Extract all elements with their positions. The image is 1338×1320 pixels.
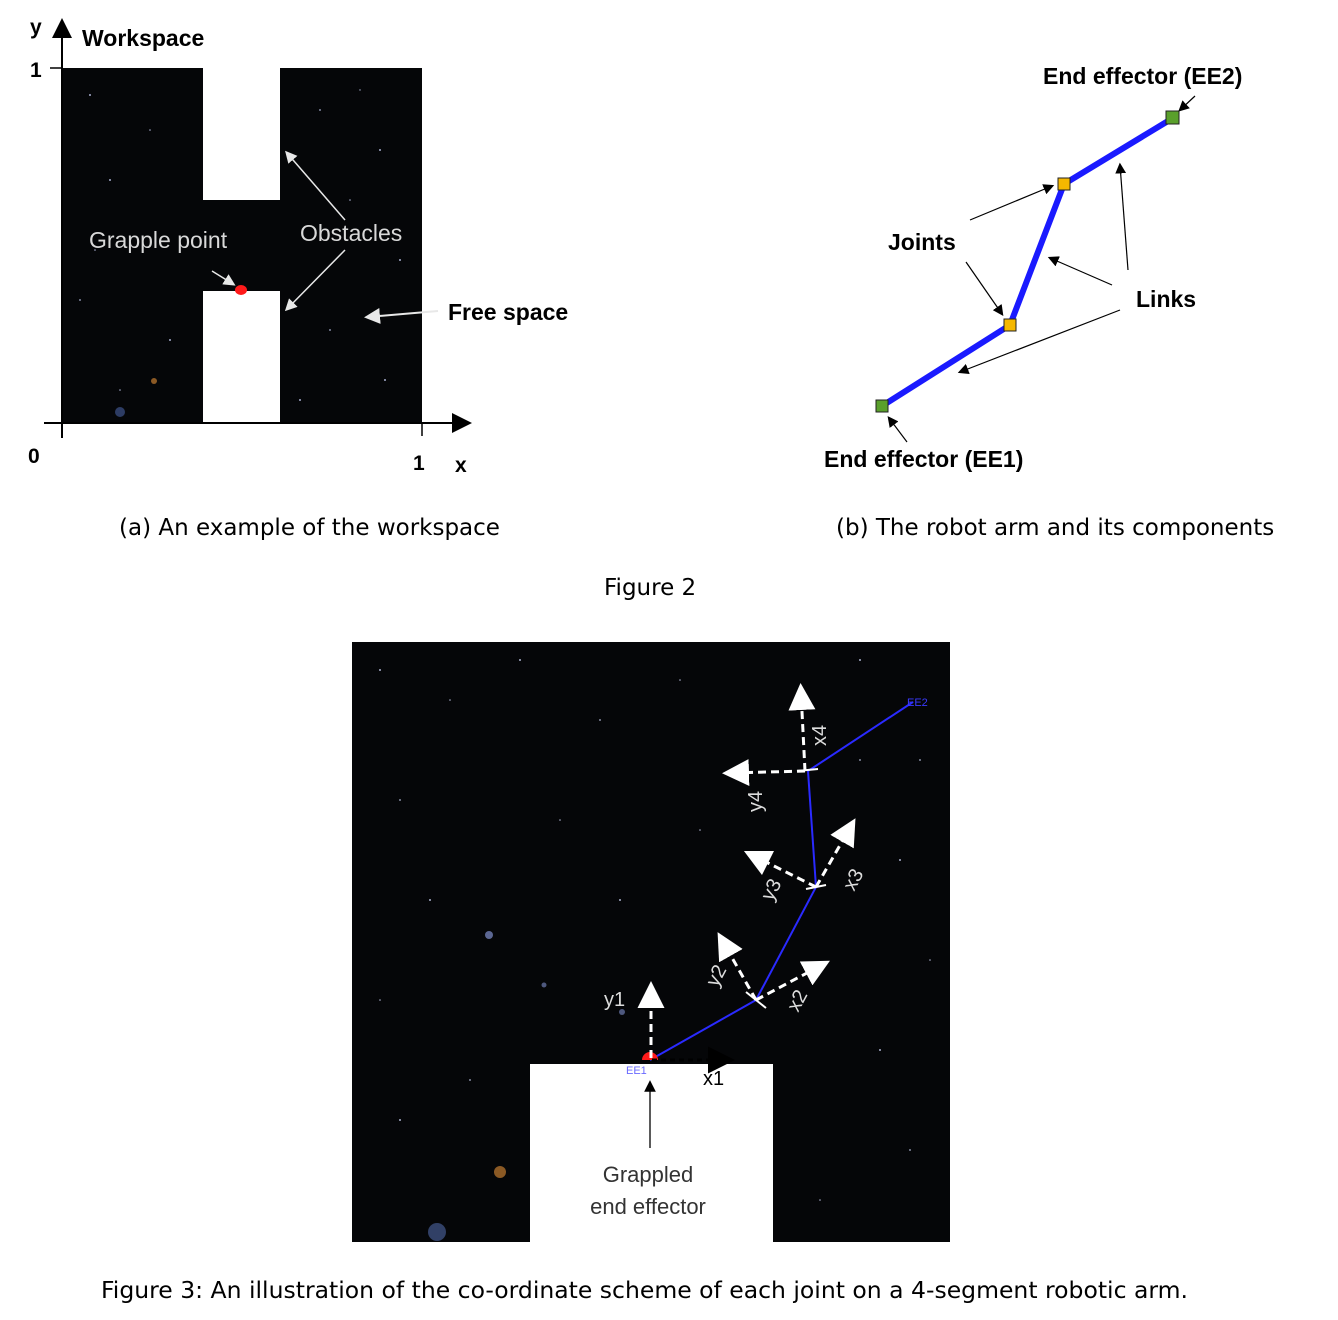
grapple-point: [235, 285, 247, 295]
grappled-label-line2: end effector: [590, 1194, 706, 1219]
x-tick-label-1: 1: [413, 452, 425, 475]
x3-axis: [814, 818, 856, 888]
joint-1: [1003, 318, 1017, 332]
y-tick-label-1: 1: [30, 59, 42, 82]
workspace-title: Workspace: [82, 25, 204, 51]
ee2-label: EE2: [907, 697, 928, 709]
end-effector-ee1: [875, 399, 889, 413]
links-arrow-middle: [1047, 256, 1113, 286]
joints-arrow-top: [969, 184, 1055, 221]
joint3-tick: [805, 884, 827, 890]
links-arrow-bottom: [957, 309, 1121, 375]
x1-label: x1: [703, 1068, 724, 1090]
obstacle-bottom: [203, 291, 280, 423]
obstacle-top: [203, 68, 280, 200]
free-space-label: Free space: [448, 299, 568, 325]
joints-arrow-bottom: [965, 261, 1004, 316]
space-stars: [379, 659, 931, 1241]
obstacle: [530, 1064, 773, 1242]
end-effector-ee2: [1165, 110, 1180, 125]
origin-label: 0: [28, 445, 40, 468]
ee1-label: End effector (EE1): [824, 446, 1023, 472]
joint2-tick: [745, 991, 767, 1009]
grapple-arrow: [211, 270, 236, 286]
links-arrow-top: [1115, 162, 1129, 271]
axis-x-label: x: [455, 454, 467, 477]
free-space-arrow: [364, 308, 439, 324]
y1-label: y1: [604, 989, 625, 1011]
obstacles-label: Obstacles: [300, 220, 402, 246]
y3-axis: [743, 850, 817, 889]
figure2-panel-b-caption: (b) The robot arm and its components: [836, 515, 1275, 541]
x4-label: x4: [809, 725, 831, 746]
ee1-label: EE1: [626, 1065, 647, 1077]
ee1-arrow: [887, 416, 908, 443]
joints-label: Joints: [888, 229, 956, 255]
y4-label: y4: [745, 791, 767, 812]
grappled-label-line1: Grappled: [603, 1162, 694, 1187]
grapple-point-label: Grapple point: [89, 227, 228, 253]
obstacles-arrow-bottom: [284, 249, 346, 312]
ee2-label: End effector (EE2): [1043, 63, 1242, 89]
axis-y-label: y: [30, 16, 42, 39]
y2-axis: [717, 932, 758, 1001]
ee2-arrow: [1178, 95, 1196, 112]
workspace-stars: [79, 89, 401, 417]
robot-arm-links: [880, 115, 1175, 409]
x4-axis: [788, 683, 816, 772]
figure3-caption: Figure 3: An illustration of the co-ordi…: [101, 1276, 1188, 1304]
robot-arm-diagram: End effector (EE2) Joints Links End effe…: [824, 63, 1242, 472]
joint4-tick: [796, 768, 819, 772]
joint-2: [1057, 177, 1071, 191]
links-label: Links: [1136, 286, 1196, 312]
workspace-diagram: y Workspace 1 0 1 x Grapple point Obstac…: [28, 16, 568, 477]
coordinate-scheme-diagram: EE2 EE1 y1 x1 y2 x2 y3 x3 y4 x4 Grappled…: [352, 642, 950, 1242]
figure2-panel-a-caption: (a) An example of the workspace: [119, 515, 500, 541]
figure2-caption: Figure 2: [604, 575, 697, 601]
obstacles-arrow-top: [285, 150, 346, 221]
